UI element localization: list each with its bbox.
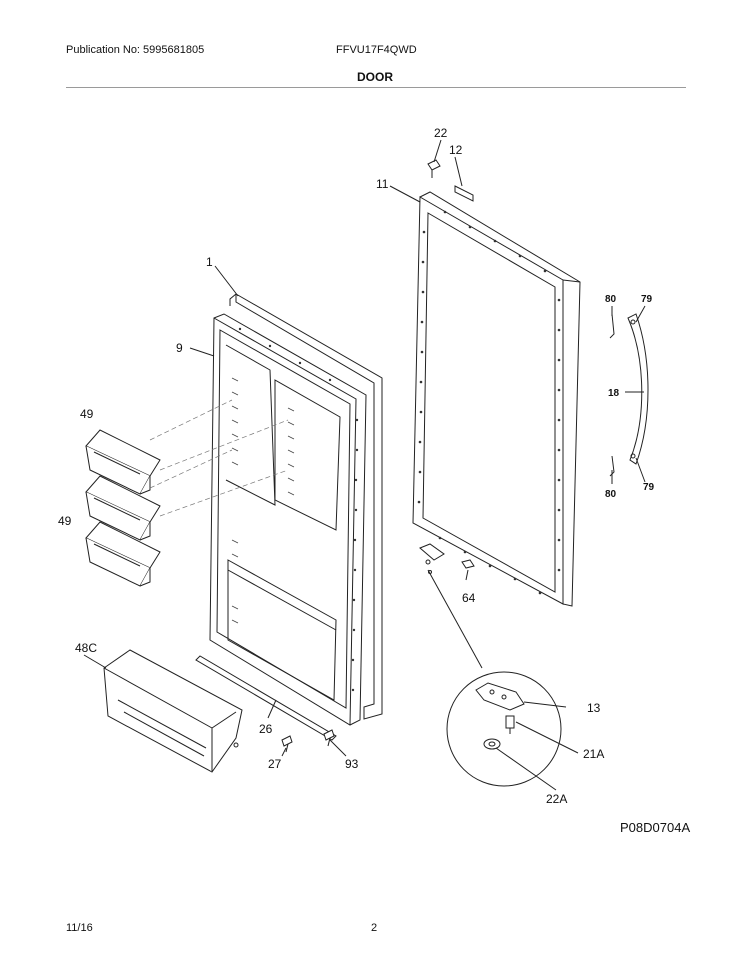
screw-27 [281,735,293,753]
callout-79-top: 79 [641,294,653,305]
leader-lines [83,139,646,791]
callout-9: 9 [176,341,183,355]
inner-liner [209,313,367,726]
trim-strip [195,655,337,741]
plug-part [427,159,441,178]
callout-26: 26 [259,722,273,736]
screw-93 [323,729,335,747]
hinge-bracket [475,682,525,711]
door-bin-middle [85,475,161,541]
hinge-small [419,543,445,574]
section-title: DOOR [357,70,393,84]
callout-12: 12 [449,143,463,157]
door-handle [627,313,649,465]
callout-80-top: 80 [605,294,617,305]
callout-48C: 48C [75,641,97,655]
label-part [454,185,474,202]
callout-64: 64 [462,591,476,605]
callout-80-bottom: 80 [605,489,617,500]
hinge-bushing [483,738,501,750]
callout-labels: 22 12 11 1 9 80 79 18 80 79 49 49 64 48C… [58,126,655,806]
callout-79-bottom: 79 [643,482,655,493]
callout-49-top: 49 [80,407,94,421]
header-rule [66,87,686,88]
figure-code: P08D0704A [620,820,691,835]
callout-22: 22 [434,126,448,140]
footer-date: 11/16 [66,922,93,934]
page-number: 2 [371,922,378,934]
door-panel [412,191,581,607]
door-gasket [229,293,383,720]
callout-13: 13 [587,701,601,715]
callout-93: 93 [345,757,359,771]
handle-screws [609,313,615,477]
dairy-bin [103,649,243,773]
callout-1: 1 [206,255,213,269]
callout-49-bottom: 49 [58,514,72,528]
callout-11: 11 [376,177,389,191]
bin-alignment-lines [149,399,289,517]
hinge-detail-circle [446,671,562,787]
callout-27: 27 [268,757,282,771]
hinge-pin [505,715,515,734]
callout-22A: 22A [546,792,567,806]
publication-number: Publication No: 5995681805 [66,44,205,56]
door-bin-upper [85,429,161,495]
callout-18: 18 [608,388,620,399]
model-number: FFVU17F4QWD [336,44,417,56]
callout-21A: 21A [583,747,604,761]
detail-leader [427,569,483,669]
door-bin-lower [85,521,161,587]
hinge-pad-64 [461,559,475,569]
